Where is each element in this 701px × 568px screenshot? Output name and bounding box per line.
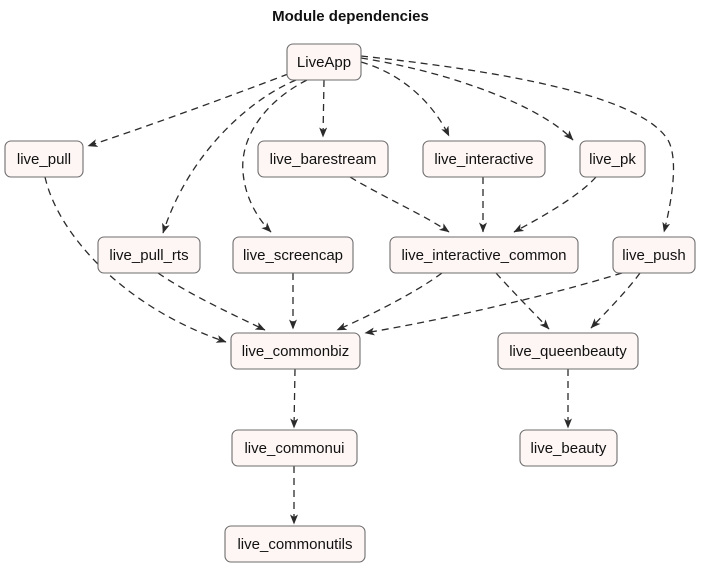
node-label: live_pk [589, 151, 636, 168]
node-label: live_interactive [434, 151, 533, 168]
edge-LiveApp-to-live_screencap [242, 79, 308, 233]
node-live_barestream: live_barestream [257, 140, 389, 178]
node-label: live_commonui [244, 440, 344, 457]
node-box [224, 525, 366, 563]
node-live_commonbiz: live_commonbiz [230, 332, 361, 370]
node-live_pull_rts: live_pull_rts [97, 236, 201, 274]
node-label: LiveApp [297, 54, 351, 71]
node-label: live_screencap [243, 247, 343, 264]
edge-LiveApp-to-live_interactive [360, 61, 450, 137]
node-box [389, 236, 579, 274]
edge-live_pull_rts-to-live_commonbiz [157, 272, 266, 331]
node-box [519, 429, 618, 467]
node-label: live_commonutils [237, 536, 352, 553]
edge-live_push-to-live_commonbiz [364, 272, 623, 336]
diagram-title: Module dependencies [272, 8, 429, 25]
node-label: live_push [622, 247, 685, 264]
node-box [612, 236, 696, 274]
node-live_commonutils: live_commonutils [224, 525, 366, 563]
edge-live_barestream-to-live_interactive_common [349, 176, 450, 233]
node-live_screencap: live_screencap [232, 236, 354, 274]
node-label: live_commonbiz [242, 343, 350, 360]
edge-live_interactive_common-to-live_queenbeauty [495, 272, 550, 330]
node-LiveApp: LiveApp [286, 43, 362, 81]
node-live_pk: live_pk [579, 140, 646, 178]
node-box [231, 429, 358, 467]
edge-LiveApp-to-live_pull [87, 73, 289, 147]
node-box [97, 236, 201, 274]
edge-LiveApp-to-live_barestream [319, 79, 328, 138]
edge-live_commonbiz-to-live_commonui [290, 368, 299, 429]
node-label: live_pull [17, 151, 71, 168]
node-live_commonui: live_commonui [231, 429, 358, 467]
node-box [4, 140, 84, 178]
edge-LiveApp-to-live_pk [360, 57, 574, 141]
edges-layer [44, 55, 675, 525]
node-live_interactive_common: live_interactive_common [389, 236, 579, 274]
node-box [230, 332, 361, 370]
node-label: live_barestream [270, 151, 377, 168]
edge-live_push-to-live_queenbeauty [590, 272, 641, 329]
edge-live_pk-to-live_interactive_common [513, 176, 597, 233]
node-label: live_interactive_common [401, 247, 566, 264]
node-box [232, 236, 354, 274]
nodes-layer: LiveApp live_pull live_barestream live_inte… [4, 43, 696, 563]
node-label: live_beauty [531, 440, 607, 457]
node-box [286, 43, 362, 81]
node-label: live_pull_rts [109, 247, 188, 264]
node-live_push: live_push [612, 236, 696, 274]
node-box [497, 332, 639, 370]
node-box [422, 140, 546, 178]
node-live_queenbeauty: live_queenbeauty [497, 332, 639, 370]
node-live_pull: live_pull [4, 140, 84, 178]
node-live_beauty: live_beauty [519, 429, 618, 467]
node-label: live_queenbeauty [509, 343, 627, 360]
edge-live_interactive_common-to-live_commonbiz [336, 272, 443, 331]
node-live_interactive: live_interactive [422, 140, 546, 178]
node-box [257, 140, 389, 178]
node-box [579, 140, 646, 178]
edge-LiveApp-to-live_push [360, 55, 675, 233]
